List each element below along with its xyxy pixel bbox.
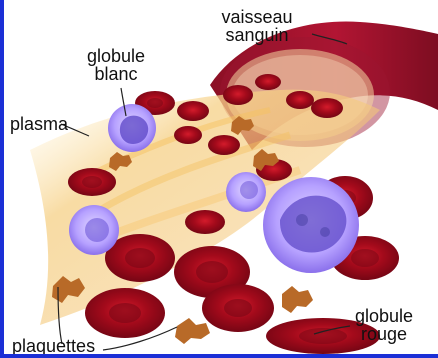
label-vaisseau-sanguin: vaisseau sanguin [202, 8, 312, 44]
red-blood-cell [311, 98, 343, 118]
red-blood-cell [174, 126, 202, 144]
white-blood-cell [226, 172, 266, 212]
label-globule-blanc: globule blanc [76, 47, 156, 83]
red-blood-cell [202, 284, 274, 332]
red-blood-cell [185, 210, 225, 234]
label-plaquettes: plaquettes [12, 337, 122, 355]
white-blood-cell [69, 205, 119, 255]
platelet [282, 286, 313, 313]
red-blood-cell [68, 168, 116, 196]
red-blood-cell [286, 91, 314, 109]
red-blood-cell [208, 135, 240, 155]
red-blood-cell [85, 288, 165, 338]
white-blood-cell [263, 177, 359, 273]
red-blood-cell [255, 74, 281, 90]
label-plasma: plasma [10, 115, 78, 133]
label-globule-rouge: globule rouge [347, 307, 421, 343]
red-blood-cell [177, 101, 209, 121]
red-blood-cell [223, 85, 253, 105]
platelet [175, 318, 210, 344]
white-blood-cell [108, 104, 156, 152]
